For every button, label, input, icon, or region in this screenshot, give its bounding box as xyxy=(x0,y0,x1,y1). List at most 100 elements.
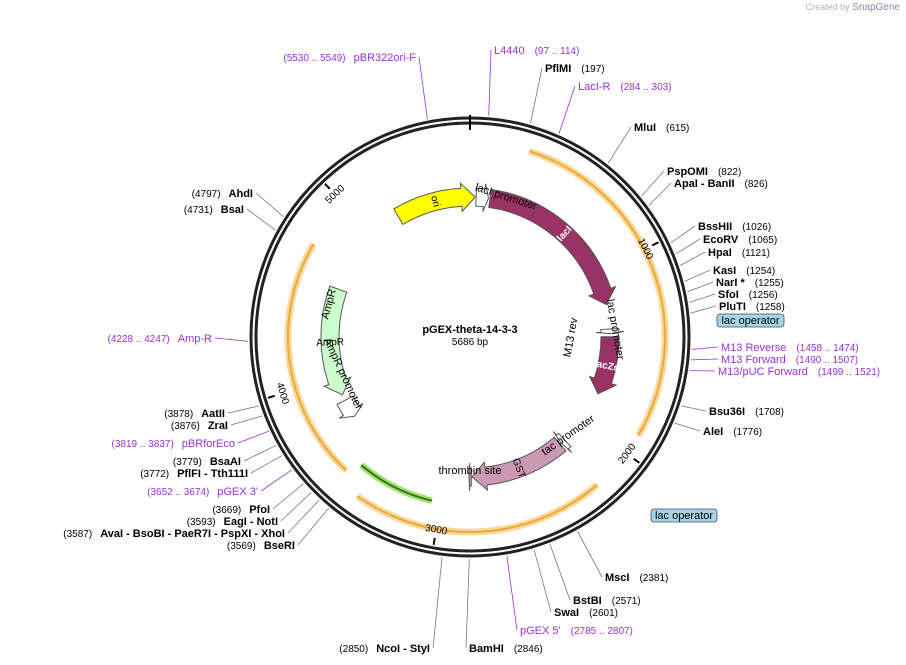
enzyme-site[interactable]: NcoI - StyI(2850) xyxy=(339,643,430,655)
feature-ampr-prom[interactable] xyxy=(336,395,364,419)
enzyme-site[interactable]: MluI(615) xyxy=(634,122,689,134)
enzyme-site[interactable]: KasI(1254) xyxy=(713,265,775,277)
primer-site[interactable]: M13/pUC Forward(1499 .. 1521) xyxy=(718,366,880,378)
feature-tac-prom[interactable] xyxy=(552,431,573,453)
primer-site[interactable]: pGEX 5'(2785 .. 2807) xyxy=(520,625,633,637)
leader-line xyxy=(418,56,428,120)
feature-label-laczalpha: lacZα xyxy=(593,358,622,374)
leader-line xyxy=(237,430,270,444)
leader-line xyxy=(432,557,443,649)
enzyme-site[interactable]: AatII(3878) xyxy=(164,408,225,420)
enzyme-site[interactable]: NarI *(1255) xyxy=(716,277,784,289)
enzyme-position: (822) xyxy=(718,167,741,178)
primer-site[interactable]: M13 Forward (1490 .. 1507) xyxy=(721,354,858,366)
leader-line xyxy=(214,337,249,342)
feature-laci-prom[interactable] xyxy=(475,183,490,212)
enzyme-site[interactable]: MscI(2381) xyxy=(605,572,668,584)
enzyme-site[interactable]: AleI(1776) xyxy=(703,426,762,438)
feature-gst[interactable] xyxy=(471,436,567,492)
enzyme-site[interactable]: ZraI(3876) xyxy=(171,420,228,432)
enzyme-name: AhdI xyxy=(229,188,253,200)
primer-site[interactable]: pGEX 3'(3652 .. 3674) xyxy=(147,486,258,498)
lac-operator-box[interactable]: lac operator xyxy=(716,313,785,328)
leader-line xyxy=(690,358,719,361)
feature-ori[interactable] xyxy=(393,182,476,226)
orf-arc xyxy=(529,150,666,436)
enzyme-position: (3593) xyxy=(187,517,216,528)
tick-label: 3000 xyxy=(424,523,448,538)
feature-label-ori: ori xyxy=(428,195,441,208)
enzyme-site[interactable]: BsaI(4731) xyxy=(184,204,244,216)
tick-label: 4000 xyxy=(274,381,291,406)
enzyme-name: KasI xyxy=(713,265,736,277)
enzyme-name: PfoI xyxy=(249,504,270,516)
primer-range: (1490 .. 1507) xyxy=(796,355,858,366)
enzyme-name: BsaI xyxy=(221,204,244,216)
enzyme-site[interactable]: EagI - NotI (3593) xyxy=(187,516,278,528)
primer-name: pGEX 5' xyxy=(520,625,561,637)
primer-site[interactable]: pBRforEco(3819 .. 3837) xyxy=(112,438,235,450)
enzyme-site[interactable]: BssHII(1026) xyxy=(698,221,771,233)
primer-name: L4440 xyxy=(494,45,525,57)
primer-site[interactable]: M13 Reverse(1458 .. 1474) xyxy=(721,342,859,354)
leader-line xyxy=(230,415,263,426)
enzyme-site[interactable]: SfoI(1256) xyxy=(718,289,778,301)
enzyme-site[interactable]: EcoRV(1065) xyxy=(703,234,777,246)
enzyme-site[interactable]: HpaI(1121) xyxy=(708,247,770,259)
primer-site[interactable]: LacI-R(284 .. 303) xyxy=(578,81,672,93)
enzyme-site[interactable]: PfoI(3669) xyxy=(212,504,270,516)
enzyme-site[interactable]: PluTI(1258) xyxy=(719,301,785,313)
enzyme-site[interactable]: BsaAI(3779) xyxy=(173,456,241,468)
enzyme-name: Bsu36I xyxy=(709,406,745,418)
enzyme-name: BssHII xyxy=(698,221,732,233)
enzyme-site[interactable]: SwaI(2601) xyxy=(554,607,618,619)
enzyme-name: EcoRV xyxy=(703,234,739,246)
leader-line xyxy=(674,422,701,432)
enzyme-site[interactable]: BseRI(3569) xyxy=(227,540,295,552)
inner-feature-label: M13 rev xyxy=(562,316,581,358)
enzyme-position: (2381) xyxy=(639,573,668,584)
brand-label: SnapGene xyxy=(852,2,900,13)
leader-line xyxy=(260,469,293,492)
ampr-halo xyxy=(359,462,433,505)
tick-label: 2000 xyxy=(616,441,638,466)
enzyme-site[interactable]: PflMI(197) xyxy=(545,63,605,75)
enzyme-name: NcoI - StyI xyxy=(376,643,430,655)
enzyme-site[interactable]: PspOMI(822) xyxy=(667,166,741,178)
primer-site[interactable]: Amp-R(4228 .. 4247) xyxy=(108,333,213,345)
primer-name: M13 Forward xyxy=(721,354,786,366)
enzyme-site[interactable]: BamHI(2846) xyxy=(469,643,543,655)
primer-range: (3652 .. 3674) xyxy=(147,487,209,498)
leader-lines xyxy=(214,49,719,649)
enzyme-site[interactable]: PflFI - Tth111I(3772) xyxy=(140,468,248,480)
operator-box-bg xyxy=(650,508,718,523)
feature-ampr[interactable] xyxy=(320,285,352,396)
site-labels: PflMI(197) MluI(615) PspOMI(822)ApaI - Ban… xyxy=(63,45,880,655)
enzyme-site[interactable]: AhdI(4797) xyxy=(192,188,253,200)
primer-range: (5530 .. 5549) xyxy=(283,53,345,64)
primer-range: (284 .. 303) xyxy=(620,82,671,93)
enzyme-site[interactable]: ApaI - BanII(826) xyxy=(674,178,768,190)
enzyme-site[interactable]: AvaI - BsoBI - PaeR7I - PspXI - XhoI(358… xyxy=(63,528,285,540)
leader-line xyxy=(255,192,284,217)
plasmid-length: 5686 bp xyxy=(452,337,489,348)
feature-thrombin[interactable] xyxy=(468,462,472,492)
feature-lac-prom[interactable] xyxy=(595,327,624,335)
feature-laci[interactable] xyxy=(488,188,617,306)
leader-line xyxy=(679,251,706,266)
enzyme-site[interactable]: Bsu36I(1708) xyxy=(709,406,784,418)
primer-range: (1499 .. 1521) xyxy=(818,367,880,378)
lac-operator-box[interactable]: lac operator xyxy=(650,508,718,523)
enzyme-name: EagI - NotI xyxy=(224,516,278,528)
enzyme-position: (3587) xyxy=(63,529,92,540)
feature-laczalpha[interactable] xyxy=(588,336,620,395)
primer-site[interactable]: pBR322ori-F(5530 .. 5549) xyxy=(283,52,416,64)
leader-line xyxy=(558,85,576,134)
ampr-halo-line xyxy=(360,464,433,502)
enzyme-position: (826) xyxy=(745,179,768,190)
enzyme-name: MluI xyxy=(634,122,656,134)
primer-site[interactable]: L4440 (97 .. 114) xyxy=(494,45,579,57)
primer-range: (97 .. 114) xyxy=(535,46,580,57)
enzyme-site[interactable]: BstBI(2571) xyxy=(573,595,641,607)
